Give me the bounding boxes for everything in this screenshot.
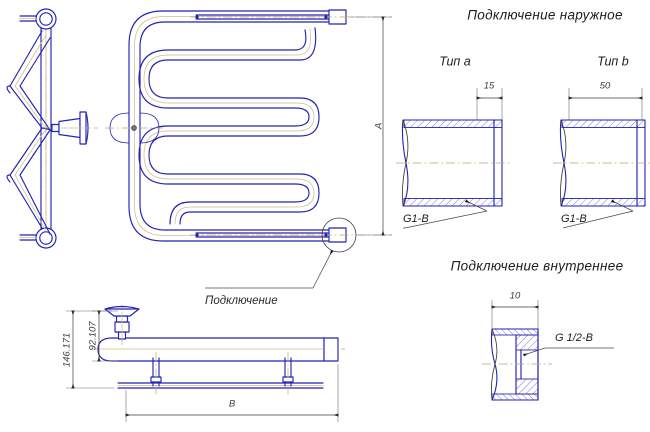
dimension-type-a-text: 15 [484, 81, 495, 92]
bottom-view-tube [97, 337, 325, 362]
dimension-mount-height-text: 92.107 [88, 321, 99, 351]
internal-thread-upper [515, 334, 539, 351]
internal-wall-top [491, 328, 539, 336]
side-view-top-eyelet [18, 8, 57, 30]
radiator-mount-boss [105, 112, 163, 144]
detail-type-b: Тип b 50 G1-B [553, 54, 650, 229]
dimension-a-text: A [374, 123, 385, 130]
type-a-label: Тип a [439, 54, 471, 68]
callout-connection: Подключение [205, 249, 334, 307]
side-view-zigzag-profile [6, 30, 51, 235]
bottom-view [92, 305, 345, 396]
side-view-bottom-eyelet [18, 227, 57, 249]
thread-label-type-a: G1-B [403, 213, 429, 225]
type-b-label: Тип b [597, 54, 629, 68]
bottom-view-lower-rail [117, 352, 324, 396]
radiator-bottom-connector [190, 227, 392, 243]
bottom-view-end-cap [323, 337, 339, 362]
dimension-mount-height: 92.107 [88, 310, 118, 362]
dimension-width-b: B [125, 364, 339, 422]
dimension-height-a: A [348, 16, 392, 236]
thread-band-upper-b [561, 119, 646, 128]
thread-band-lower-a [403, 198, 503, 207]
thread-label-type-b: G1-B [561, 213, 587, 225]
thread-label-internal: G 1/2-B [555, 332, 593, 344]
radiator-top-connector [190, 9, 392, 25]
front-view-serpentine-radiator [105, 9, 392, 253]
callout-connection-label: Подключение [205, 295, 278, 307]
side-view-left [6, 8, 98, 250]
detail-circle-connection [321, 217, 357, 253]
dimension-type-b-text: 50 [600, 81, 611, 92]
thread-band-lower-b [561, 198, 646, 207]
dimension-total-height-text: 146.171 [62, 333, 73, 367]
detail-type-a: Тип a 15 G1-B [396, 54, 512, 229]
thread-band-upper-a [403, 119, 503, 128]
internal-wall-bottom [491, 393, 539, 401]
radiator-meander [138, 27, 320, 225]
dimension-internal-text: 10 [510, 291, 521, 302]
title-external-connection: Подключение наружное [467, 8, 623, 23]
side-view-wall-mount [44, 111, 98, 145]
title-internal-connection: Подключение внутреннее [451, 259, 624, 274]
detail-internal-connection: 10 G 1/2-B [482, 291, 614, 401]
dimension-b-text: B [229, 399, 236, 410]
internal-thread-lower [515, 378, 539, 395]
